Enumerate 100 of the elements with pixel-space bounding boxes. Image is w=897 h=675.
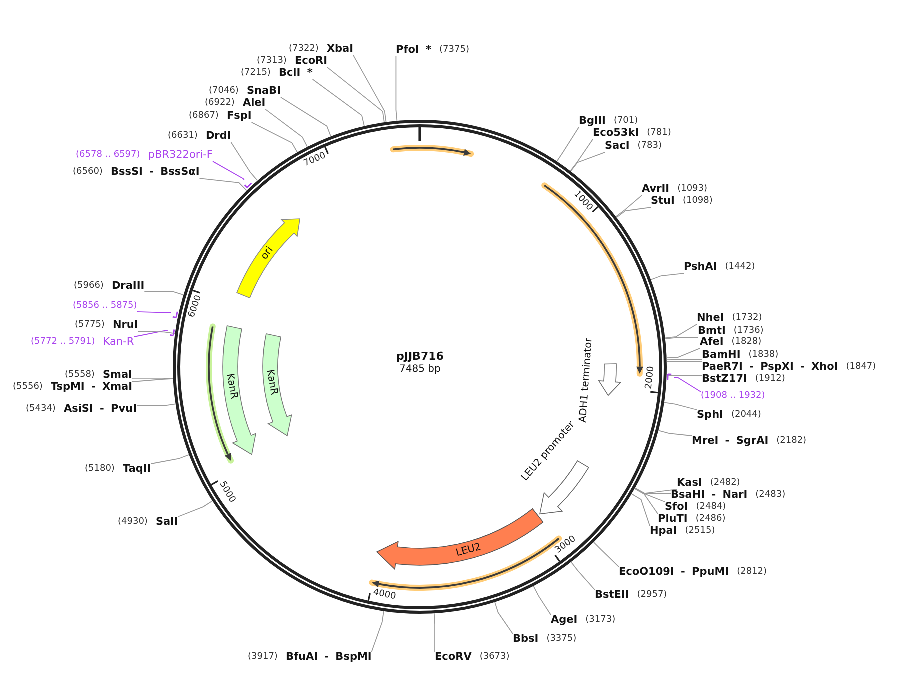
feature-label: KanR [264,368,280,396]
cut-position: (1442) [725,262,756,273]
cut-position: (1828) [732,338,762,348]
cut-position: (5558) [65,370,95,381]
primer-site-icon [244,180,254,190]
enzyme-name: EcoRI [294,56,328,68]
leader-line [658,430,692,436]
leader-line [136,404,176,406]
leader-line [666,361,702,362]
enzyme-name: PaeR7I - PspXI - XhoI [702,362,838,374]
leader-line [178,500,214,518]
leader-line [265,109,308,148]
tick-label: 2000 [645,366,658,390]
enzyme-name: PfoI * [396,45,432,57]
leader-line [570,562,596,590]
enzyme-name: BamHI [702,350,741,362]
leader-line [650,273,684,280]
enzyme-name: BsaHI - NarI [671,490,748,502]
leader-line [199,178,248,192]
leader-line [666,359,702,361]
enzyme-name: SacI [605,141,630,153]
cut-position: (2515) [685,526,716,537]
leader-line [666,375,702,376]
leader-line [132,378,174,380]
enzyme-name: XbaI [326,44,354,56]
leader-line [371,610,384,652]
cut-position: (6922) [205,98,235,109]
cut-position: (7313) [257,56,287,67]
leader-line [312,79,365,127]
leader-line [132,378,174,382]
leader-line [634,488,658,514]
cut-position: (2182) [776,436,807,447]
leader-line [664,402,698,410]
cut-position: (3917) [248,652,278,663]
feature-label: ADH1 terminator [578,337,595,423]
leader-line [280,97,332,138]
enzyme-name: BstEII [595,590,630,602]
primer-position: (1908 .. 1932) [701,392,766,402]
primer-name: Kan-R [103,337,134,349]
leader-line [570,139,594,172]
cut-position: (7375) [440,46,470,56]
cut-position: (3673) [480,652,510,663]
enzyme-name: StuI [651,196,675,208]
enzyme-name: DrdI [206,131,232,143]
primer-position: (5772 .. 5791) [31,338,96,348]
enzyme-name: SphI [697,410,724,422]
enzyme-name: BssSI - BssSαI [110,167,200,179]
leader-line [353,55,387,123]
cut-position: (781) [647,128,672,139]
enzyme-name: BbsI [513,634,539,646]
feature-label: KanR [224,373,240,400]
leader-line [230,142,258,182]
enzyme-name: EcoRV [435,652,472,664]
leader-line [494,602,514,634]
leader-line [251,122,298,153]
leader-line [533,586,552,616]
enzyme-name: BclI * [278,68,313,80]
cut-position: (1847) [846,362,876,373]
enzyme-name: AgeI [551,615,578,627]
leader-line [570,152,606,172]
cut-position: (3173) [586,616,616,626]
cut-position: (5775) [75,320,105,331]
enzyme-name: Eco53kI [593,128,640,140]
enzyme-name: MreI - SgrAI [692,436,769,448]
cut-position: (1912) [755,374,786,385]
cut-position: (7322) [289,44,319,55]
enzyme-name: NheI [697,313,724,325]
enzyme-name: SnaBI [246,86,281,98]
primer-site-icon [665,372,674,382]
feature-label: LEU2 [455,542,483,560]
enzyme-name: AsiSI - PvuI [64,404,137,416]
enzyme-name: NruI [112,320,138,332]
cut-position: (1093) [678,184,708,195]
cut-position: (2484) [696,502,726,513]
leader-line [138,331,176,334]
cut-position: (1736) [734,326,764,337]
plasmid-size: 7485 bp [400,364,441,374]
cut-position: (2482) [710,478,740,489]
enzyme-name: SmaI [102,370,132,382]
cut-position: (701) [614,116,638,127]
primer-site-icon [171,310,180,320]
leader-line [212,161,245,181]
tick-label: 6000 [188,294,205,320]
cut-position: (1838) [748,350,779,361]
leader-line [666,348,700,358]
cut-position: (1732) [732,314,762,324]
enzyme-name: KasI [677,478,702,490]
cut-position: (2957) [637,590,668,601]
cut-position: (783) [638,142,662,152]
enzyme-name: SfoI [665,502,688,514]
enzyme-name: TaqII [122,464,152,476]
tick-label: 4000 [372,588,397,603]
leader-line [396,56,398,122]
enzyme-name: SalI [156,517,178,529]
primer-position: (6578 .. 6597) [76,150,140,161]
leader-line [144,291,184,296]
primer-position: (5856 .. 5875) [73,302,138,312]
cut-position: (5434) [26,404,56,415]
enzyme-name: AvrII [642,184,670,196]
cut-position: (5556) [13,382,43,393]
